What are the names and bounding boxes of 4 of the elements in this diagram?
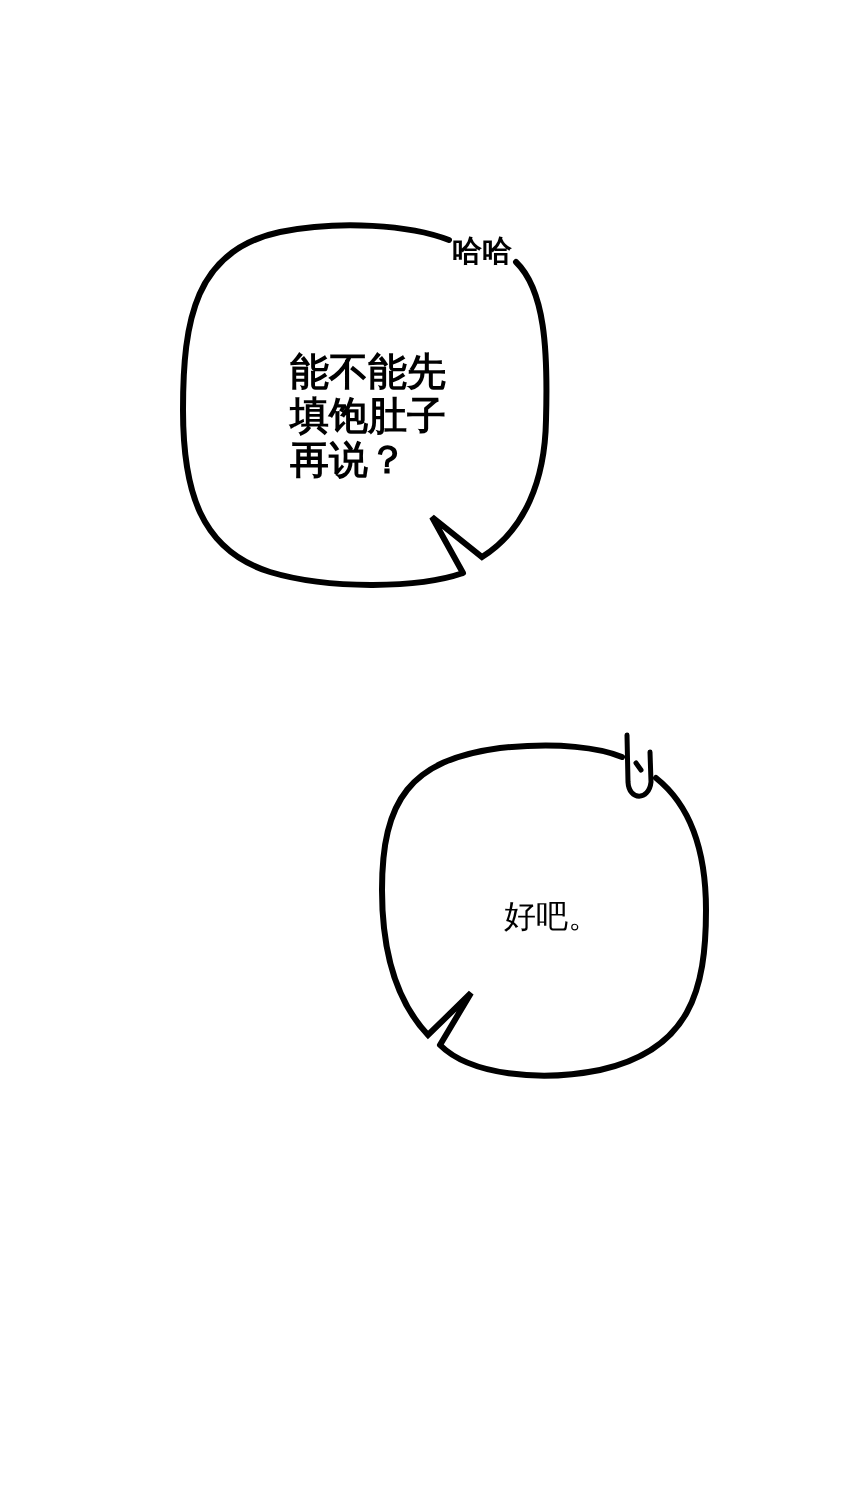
sound-effect-text: 哈哈 xyxy=(452,234,512,267)
dialogue-text: 能不能先填饱肚子再说？ xyxy=(290,350,447,482)
speech-bubble xyxy=(180,222,552,590)
dialogue-text: 好吧。 xyxy=(504,896,601,936)
